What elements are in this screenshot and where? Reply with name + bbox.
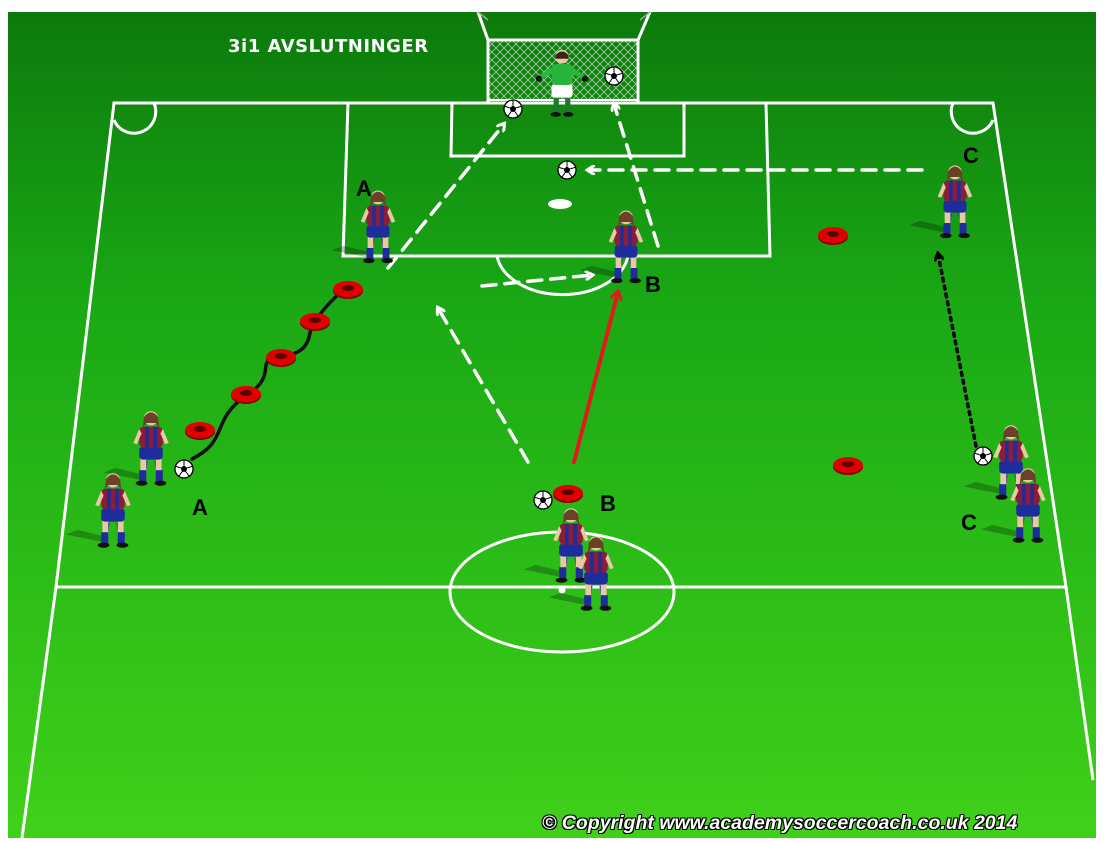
group-label-b-right: B xyxy=(645,272,661,298)
copyright-notice: © Copyright www.academysoccercoach.co.uk… xyxy=(542,812,1017,835)
cone-icon xyxy=(300,313,330,331)
group-label-a-top: A xyxy=(356,176,372,202)
cone-icon xyxy=(818,227,848,245)
group-label-b-bottom: B xyxy=(600,491,616,517)
cone-icon xyxy=(833,457,863,475)
group-label-c-bottom: C xyxy=(961,510,977,536)
soccer-ball-icon xyxy=(175,460,193,478)
cone-icon xyxy=(553,485,583,503)
grass xyxy=(8,12,1096,838)
soccer-ball-icon xyxy=(504,100,522,118)
cone-icon xyxy=(333,281,363,299)
soccer-ball-icon xyxy=(558,161,576,179)
soccer-ball-icon xyxy=(534,491,552,509)
cone-icon xyxy=(231,386,261,404)
soccer-ball-icon xyxy=(974,447,992,465)
cone-icon xyxy=(185,422,215,440)
center-spot xyxy=(559,587,566,594)
group-label-a-bottom: A xyxy=(192,495,208,521)
soccer-ball-icon xyxy=(605,67,623,85)
penalty-spot xyxy=(548,199,572,209)
cone-icon xyxy=(266,349,296,367)
group-label-c-top: C xyxy=(963,143,979,169)
diagram-title: 3i1 AVSLUTNINGER xyxy=(228,36,429,57)
